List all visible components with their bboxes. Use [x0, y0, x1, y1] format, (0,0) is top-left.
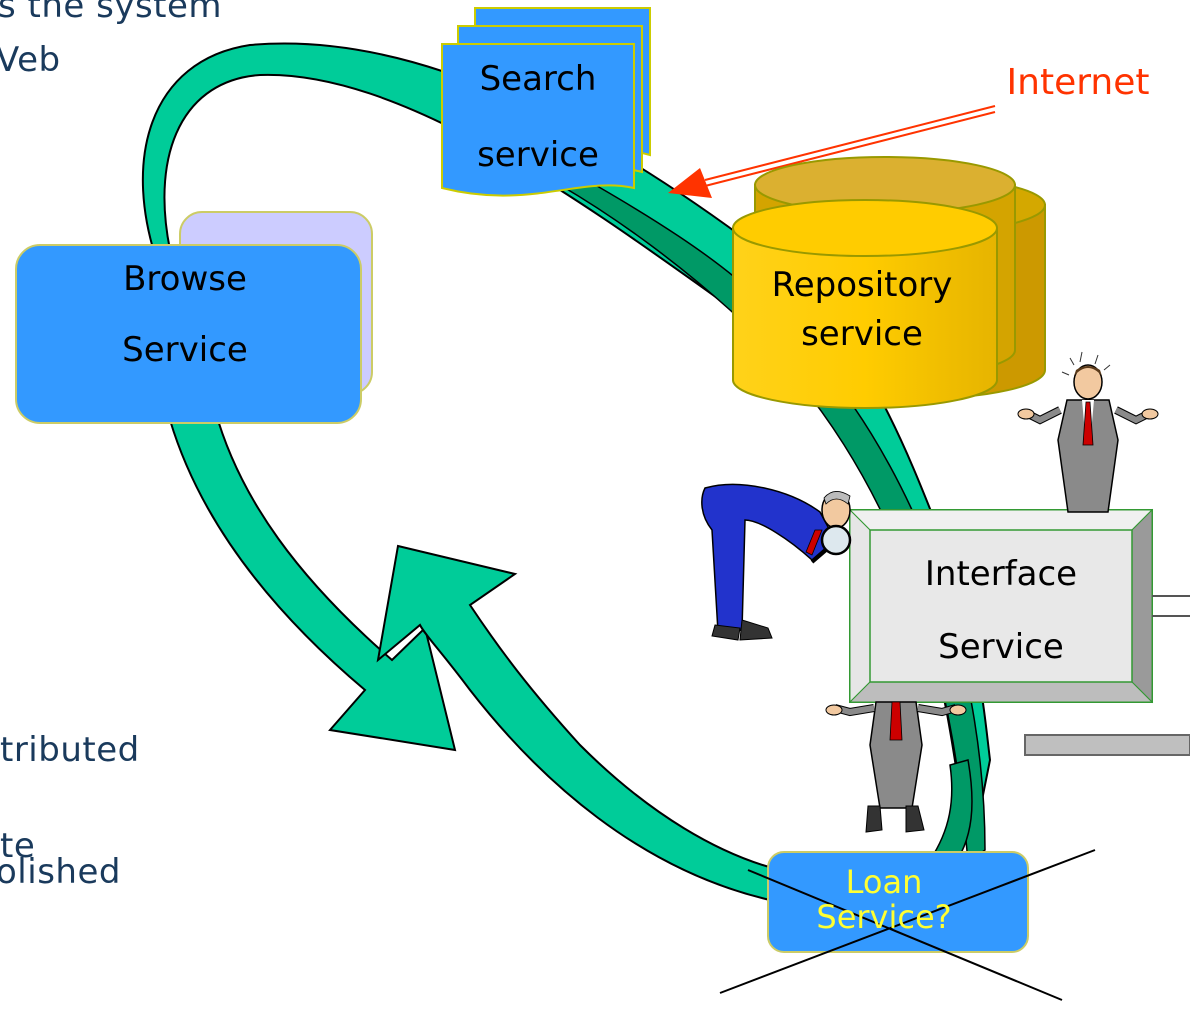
- fragment-text-4: te: [0, 826, 36, 866]
- repository-cylinders: [732, 156, 1046, 409]
- loan-service-box: [767, 851, 1029, 953]
- browse-service-label-line1: Browse: [123, 259, 247, 299]
- fragment-text-3: tributed: [0, 730, 140, 770]
- interface-connector-bar: [1024, 734, 1190, 756]
- interface-service-box: [848, 508, 1190, 704]
- fragment-text-1: s the system: [0, 0, 223, 26]
- supporting-man-figure: [825, 701, 967, 833]
- internet-pointer: [668, 105, 996, 198]
- puzzled-man-figure: [1017, 351, 1159, 513]
- repository-service-label-line1: Repository: [772, 265, 953, 305]
- cycle-arrow-left-band: [168, 408, 457, 752]
- repository-service-label-line2: service: [801, 314, 923, 354]
- inspecting-man-figure: [701, 483, 852, 641]
- loan-service-label-line1: Loan: [846, 863, 923, 901]
- fragment-text-2: Veb: [0, 40, 61, 80]
- browse-service-boxes: [15, 211, 373, 424]
- browse-service-label-line2: Service: [122, 330, 248, 370]
- interface-service-label-line1: Interface: [925, 554, 1077, 594]
- interface-service-label-line2: Service: [938, 627, 1064, 667]
- search-service-stack: [441, 7, 651, 197]
- fragment-text-5: olished: [0, 852, 121, 892]
- loan-service-label-line2: Service?: [816, 898, 951, 936]
- internet-label: Internet: [1007, 62, 1150, 103]
- loan-cross-out: [719, 849, 1096, 1001]
- search-service-label-line2: service: [477, 135, 599, 175]
- search-service-label-line1: Search: [480, 59, 597, 99]
- cycle-arrow-bottom-band: [376, 544, 782, 902]
